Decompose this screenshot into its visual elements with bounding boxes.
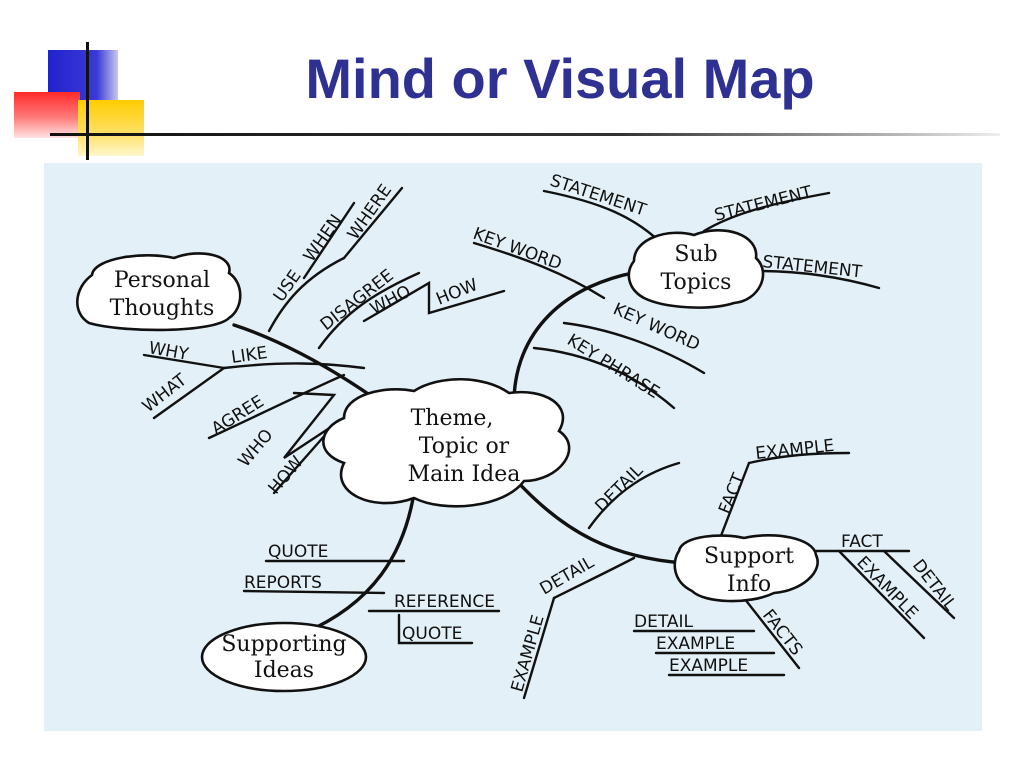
line-disagree xyxy=(317,271,421,350)
line-detail-right xyxy=(882,549,956,620)
label-where: WHERE xyxy=(344,181,396,244)
label-fact-right: FACT xyxy=(841,532,883,552)
personal-line-1: Personal xyxy=(114,268,210,293)
line-detail-top xyxy=(587,461,681,530)
label-agree-how: HOW xyxy=(265,452,308,498)
label-example-right: EXAMPLE xyxy=(852,553,921,624)
line-like xyxy=(222,362,366,370)
label-keyphrase: KEY PHRASE xyxy=(563,330,663,403)
branch-center-to-support xyxy=(512,476,686,565)
branch-center-to-personal xyxy=(232,323,376,400)
personal-line-2: Thoughts xyxy=(110,296,215,321)
deco-red-square xyxy=(14,92,80,138)
line-statement3 xyxy=(757,269,881,290)
label-use: USE xyxy=(270,267,306,306)
label-statement-2: STATEMENT xyxy=(712,182,814,226)
center-line-2: Topic or xyxy=(419,434,510,459)
line-use xyxy=(267,256,346,333)
bubble-sub-topics xyxy=(627,229,765,309)
label-detail-low: DETAIL xyxy=(634,612,694,632)
subtopics-line-2: Topics xyxy=(661,270,732,295)
center-line-3: Main Idea xyxy=(408,462,521,487)
line-quote2 xyxy=(397,613,474,645)
support-line-2: Info xyxy=(727,572,771,597)
deco-title-underline xyxy=(50,133,1000,136)
bubble-support-info xyxy=(673,534,819,603)
label-example-top: EXAMPLE xyxy=(754,436,835,464)
branch-center-to-ideas xyxy=(302,491,416,635)
line-when xyxy=(302,201,356,280)
line-why xyxy=(142,353,226,370)
label-statement-3: STATEMENT xyxy=(761,252,863,282)
line-reports xyxy=(242,589,386,595)
label-reports: REPORTS xyxy=(244,573,322,593)
label-keyword-1: KEY WORD xyxy=(470,224,564,275)
label-example-mid: EXAMPLE xyxy=(508,613,549,695)
line-agree xyxy=(207,373,346,440)
label-when: WHEN xyxy=(300,211,347,266)
line-what xyxy=(152,366,226,420)
line-facts xyxy=(742,596,801,670)
deco-blue-square xyxy=(48,50,118,100)
line-detail-mid xyxy=(552,556,636,600)
deco-yellow-square xyxy=(78,100,144,156)
bubble-supporting-ideas xyxy=(200,621,368,693)
line-keyword1 xyxy=(472,241,606,300)
line-example-right xyxy=(837,549,926,640)
branch-center-to-subtopics xyxy=(512,269,646,405)
label-quote-2: QUOTE xyxy=(402,624,462,644)
label-facts: FACTS xyxy=(758,606,806,660)
label-reference: REFERENCE xyxy=(394,592,495,612)
line-statement2 xyxy=(702,191,831,233)
line-fact-top xyxy=(717,461,751,543)
subtopics-line-1: Sub xyxy=(674,242,717,267)
mind-map-diagram: Theme, Topic or Main Idea Personal Thoug… xyxy=(76,171,960,700)
ideas-line-1: Supporting xyxy=(221,632,346,657)
center-line-1: Theme, xyxy=(411,406,494,431)
label-example-low-2: EXAMPLE xyxy=(669,656,748,676)
label-detail-top: DETAIL xyxy=(591,460,647,516)
support-line-1: Support xyxy=(704,544,794,569)
label-why: WHY xyxy=(147,338,190,365)
line-keyphrase xyxy=(532,346,676,410)
line-where xyxy=(342,186,404,260)
label-quote-1: QUOTE xyxy=(268,542,328,562)
line-agree-who-how xyxy=(272,391,337,495)
line-statement1 xyxy=(542,189,661,243)
label-agree-who: WHO xyxy=(235,425,278,471)
line-who-how xyxy=(362,280,506,323)
slide-title: Mind or Visual Map xyxy=(305,47,815,110)
line-keyword2 xyxy=(562,321,706,375)
label-fact-top: FACT xyxy=(715,470,749,517)
line-example-top xyxy=(747,451,851,465)
ideas-line-2: Ideas xyxy=(254,658,314,683)
mind-map-image: Theme, Topic or Main Idea Personal Thoug… xyxy=(44,163,982,731)
bubble-center xyxy=(322,377,571,508)
line-example-mid xyxy=(522,596,556,700)
label-example-low-1: EXAMPLE xyxy=(656,634,735,654)
deco-vertical-line xyxy=(86,42,89,160)
bubble-personal-thoughts xyxy=(76,252,242,332)
